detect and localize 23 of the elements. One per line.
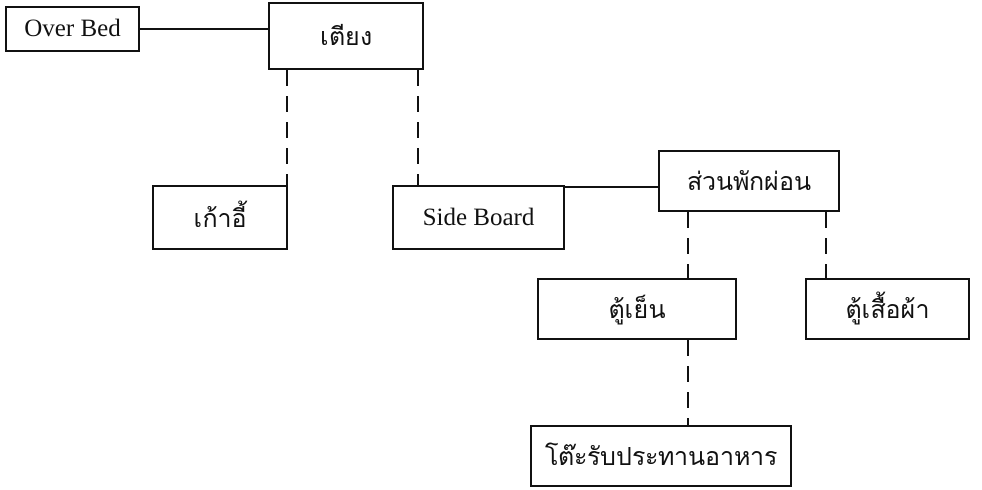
label-box bbox=[5, 6, 140, 52]
box-label: ตู้เย็น bbox=[608, 289, 666, 329]
label-box bbox=[537, 278, 737, 340]
connector-line bbox=[825, 212, 827, 278]
box-label: Over Bed bbox=[24, 15, 121, 43]
connector-line bbox=[687, 340, 689, 425]
label-box bbox=[268, 2, 424, 70]
label-box bbox=[658, 150, 840, 212]
box-label: โต๊ะรับประทานอาหาร bbox=[545, 442, 777, 473]
connector-line bbox=[565, 186, 658, 188]
connector-line bbox=[140, 28, 268, 30]
connector-line bbox=[687, 212, 689, 278]
box-label: ตู้เสื้อผ้า bbox=[846, 289, 930, 329]
label-box bbox=[805, 278, 970, 340]
connector-line bbox=[417, 70, 419, 185]
connector-line bbox=[286, 70, 288, 185]
box-label: ส่วนพักผ่อน bbox=[687, 168, 811, 198]
label-box bbox=[152, 185, 288, 250]
label-box bbox=[392, 185, 565, 250]
box-label: เก้าอี้ bbox=[194, 198, 246, 238]
label-box bbox=[530, 425, 792, 487]
box-label: Side Board bbox=[422, 204, 534, 232]
box-label: เตียง bbox=[320, 22, 372, 53]
